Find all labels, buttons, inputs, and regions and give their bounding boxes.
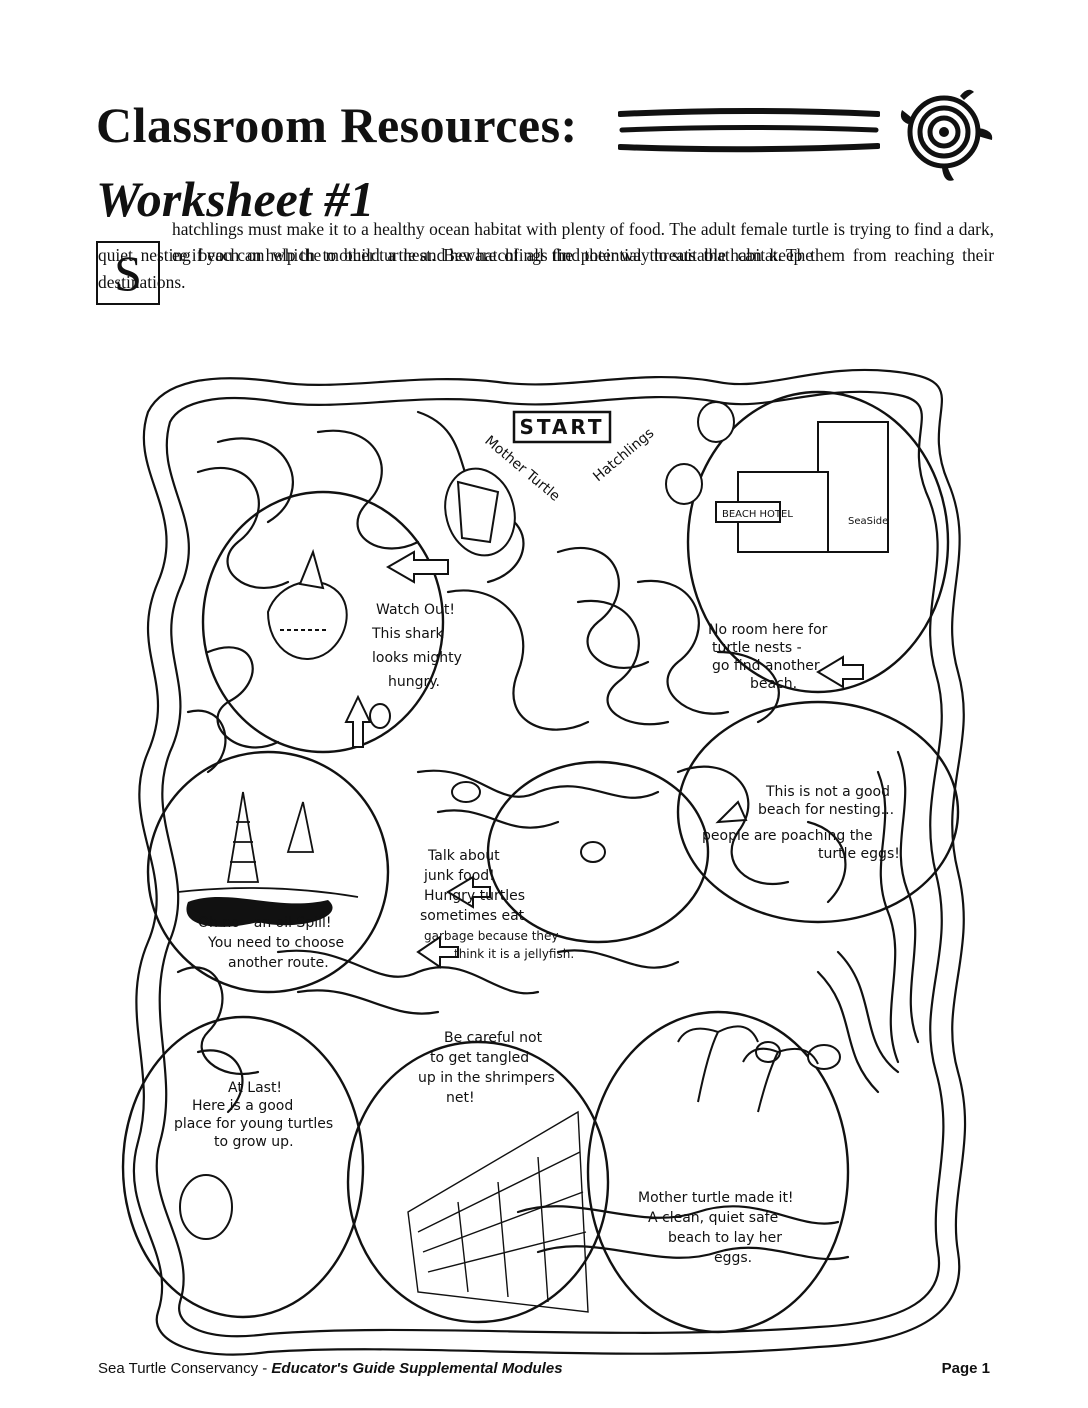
beach-note-line: Mother turtle made it! [638, 1190, 794, 1206]
beach-note-line: eggs. [714, 1250, 752, 1266]
poach-note-line: This is not a good [765, 784, 890, 800]
decorative-lines [618, 108, 880, 153]
shark-note-line: This shark [371, 626, 445, 642]
oil-note-line: Oh no - an oil Spill! [198, 915, 332, 931]
ocean-note-line: to grow up. [214, 1134, 294, 1150]
footer-subtitle: Educator's Guide Supplemental Modules [271, 1360, 563, 1377]
oil-note-line: another route. [228, 955, 329, 971]
ocean-note-line: At Last! [228, 1080, 282, 1096]
shark-note-line: looks mighty [372, 650, 462, 666]
shark-note-line: Watch Out! [376, 602, 455, 618]
hotel-sign: BEACH HOTEL [722, 509, 793, 520]
page-footer: Sea Turtle Conservancy - Educator's Guid… [98, 1360, 994, 1377]
drop-cap: S [96, 241, 160, 305]
hotel-note-line: beach. [750, 676, 797, 692]
shark-note: Watch Out! This shark looks mighty hungr… [371, 602, 462, 690]
intro-first-line: ee if you can help the mother turtle and… [172, 245, 813, 265]
page-title-line2: Worksheet #1 [96, 171, 375, 227]
junk-note-line: junk food! [423, 868, 495, 884]
ocean-note-line: Here is a good [192, 1098, 293, 1114]
shark-note-line: hungry. [388, 674, 440, 690]
ocean-note: At Last! Here is a good place for young … [174, 1080, 333, 1150]
start-label: START [519, 415, 604, 439]
poach-note-line: beach for nesting... [758, 802, 894, 818]
beach-note-line: beach to lay her [668, 1230, 782, 1246]
junk-note-line: Hungry turtles [424, 888, 525, 904]
page-title-line1: Classroom Resources: [96, 97, 578, 153]
hotel-note: No room here for turtle nests - go find … [708, 622, 828, 692]
footer-org: Sea Turtle Conservancy - [98, 1360, 272, 1377]
junk-note-line: garbage because they [424, 929, 559, 943]
junk-note-line: sometimes eat [420, 908, 525, 924]
beach-note-line: A clean, quiet safe [648, 1210, 778, 1226]
hotel-note-line: turtle nests - [712, 640, 802, 656]
oil-note: Oh no - an oil Spill! You need to choose… [198, 915, 344, 971]
net-note-line: up in the shrimpers [418, 1070, 555, 1086]
hotel-note-line: No room here for [708, 622, 828, 638]
ocean-note-line: place for young turtles [174, 1116, 333, 1132]
net-note-line: to get tangled [430, 1050, 529, 1066]
poach-note-line: people are poaching the [702, 828, 873, 844]
poach-note-line: turtle eggs! [818, 846, 900, 862]
hotel-note-line: go find another [712, 658, 820, 674]
net-note: Be careful not to get tangled up in the … [418, 1030, 555, 1106]
page-number: Page 1 [941, 1360, 990, 1377]
net-note-line: Be careful not [444, 1030, 543, 1046]
poaching-note: This is not a good beach for nesting... … [702, 784, 900, 862]
intro-paragraph: ee if you can help the mother turtle and… [98, 219, 994, 295]
junk-note-line: Talk about [427, 848, 500, 864]
turtle-logo-icon [900, 89, 993, 181]
hotel-sign-2: SeaSide [848, 516, 888, 527]
oil-note-line: You need to choose [207, 935, 344, 951]
intro-rest-continued: hatchlings must make it to a healthy oce… [98, 218, 994, 292]
net-note-line: net! [446, 1090, 475, 1106]
turtle-maze-illustration: START BEACH HOTEL SeaSide [121, 368, 967, 1356]
nesting-beach-note: Mother turtle made it! A clean, quiet sa… [638, 1190, 794, 1266]
junk-note-line: think it is a jellyfish. [454, 947, 574, 961]
junk-food-note: Talk about junk food! Hungry turtles som… [420, 848, 574, 961]
